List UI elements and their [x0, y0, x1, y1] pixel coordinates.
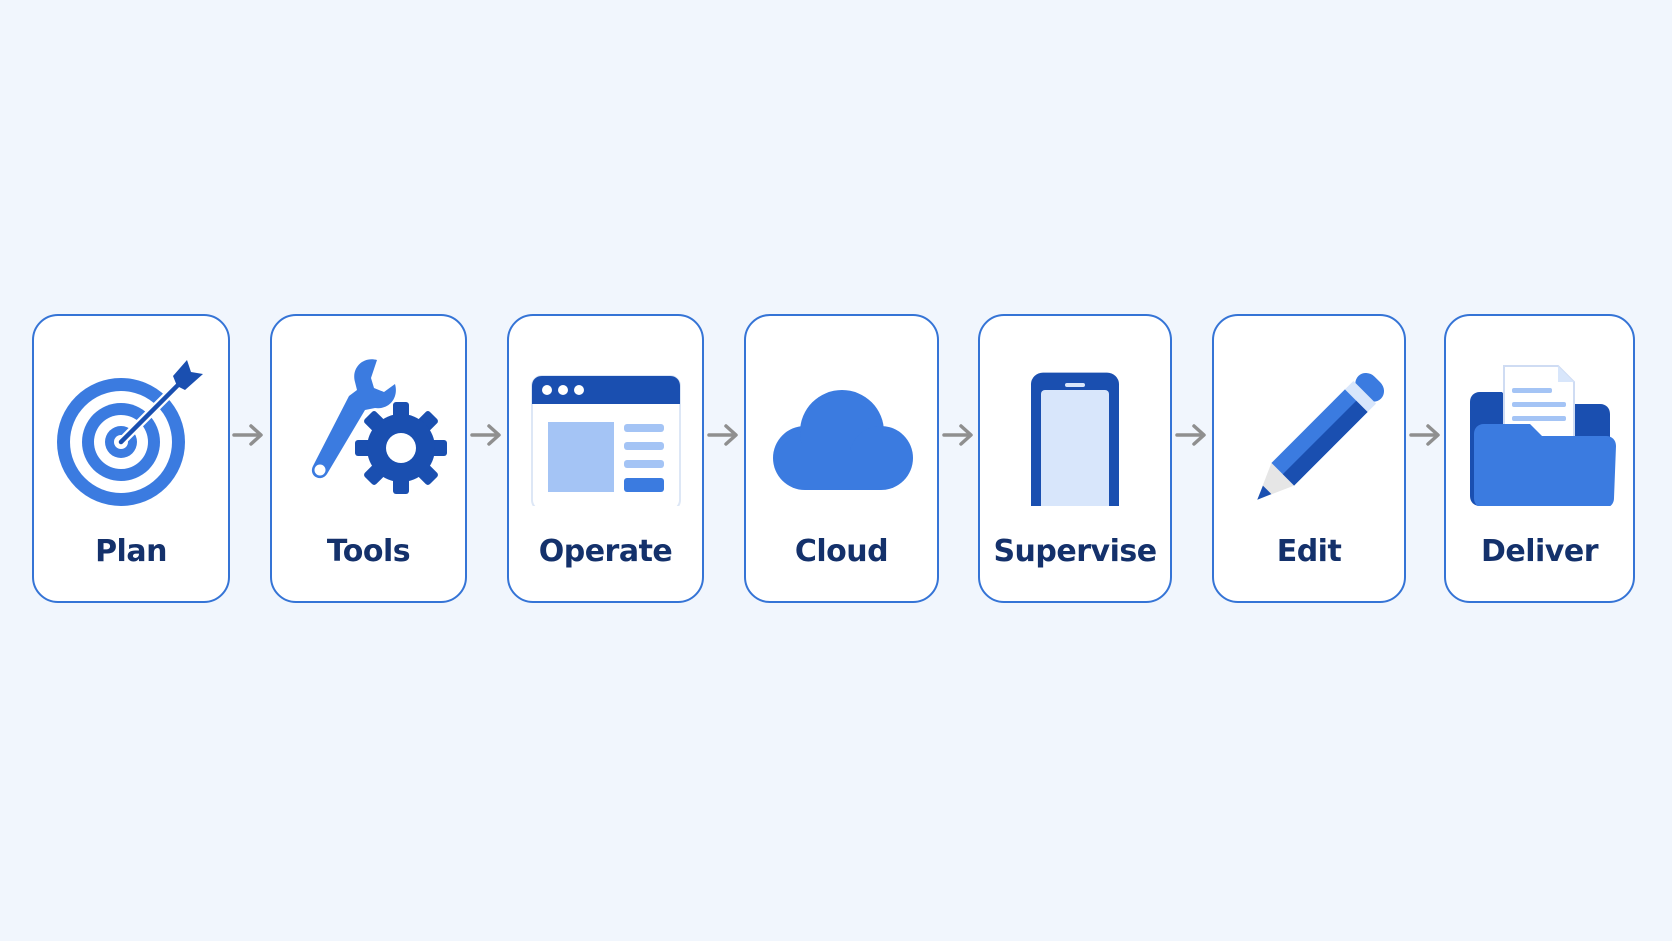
step-card-cloud: Cloud [744, 314, 939, 603]
arrow-icon [1174, 421, 1210, 449]
arrow-icon [941, 421, 977, 449]
step-card-supervise: Supervise [978, 314, 1172, 603]
pencil-icon [1229, 346, 1389, 506]
cloud-icon [762, 346, 922, 506]
step-card-deliver: Deliver [1444, 314, 1635, 603]
arrow-icon [231, 421, 267, 449]
step-card-edit: Edit [1212, 314, 1406, 603]
smartphone-icon [995, 346, 1155, 506]
step-card-tools: Tools [270, 314, 467, 603]
step-label: Edit [1276, 534, 1342, 569]
step-label: Supervise [993, 534, 1157, 569]
step-card-operate: Operate [507, 314, 704, 603]
arrow-icon [706, 421, 742, 449]
step-label: Tools [326, 534, 411, 569]
step-label: Operate [538, 534, 673, 569]
step-card-plan: Plan [32, 314, 230, 603]
step-label: Deliver [1480, 534, 1599, 569]
target-icon [51, 346, 211, 506]
wrench-gear-icon [289, 346, 449, 506]
arrow-icon [469, 421, 505, 449]
arrow-icon [1408, 421, 1444, 449]
folder-document-icon [1460, 346, 1620, 506]
browser-window-icon [526, 346, 686, 506]
step-label: Plan [95, 534, 167, 569]
step-label: Cloud [794, 534, 889, 569]
